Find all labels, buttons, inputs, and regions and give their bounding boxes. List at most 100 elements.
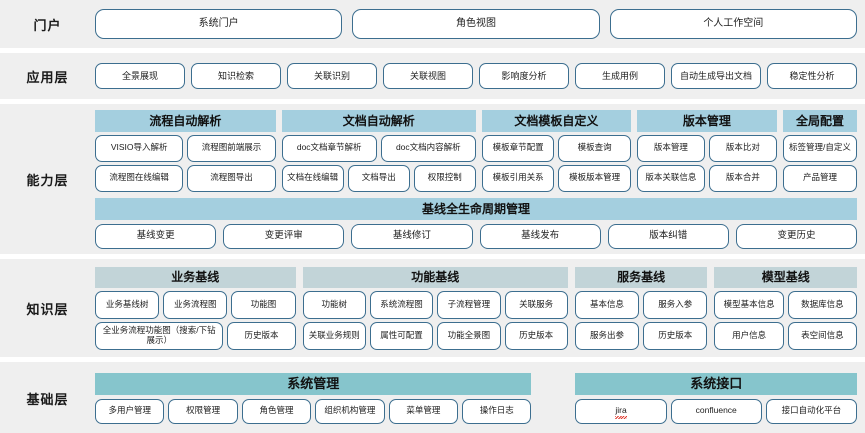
- knowledge-item-基本信息[interactable]: 基本信息: [574, 290, 640, 319]
- capability-group-row: 模板章节配置模板查询: [481, 134, 631, 162]
- knowledge-item-数据库信息[interactable]: 数据库信息: [787, 290, 857, 319]
- capability-item-visio导入解析[interactable]: VISIO导入解析: [95, 134, 184, 162]
- capability-item-权限控制[interactable]: 权限控制: [413, 164, 476, 192]
- foundation-item-jira[interactable]: jira: [575, 398, 667, 424]
- capability-item-模板版本管理[interactable]: 模板版本管理: [558, 164, 631, 192]
- application-item-自动生成导出文档[interactable]: 自动生成导出文档: [671, 63, 761, 89]
- foundation-item-多用户管理[interactable]: 多用户管理: [95, 398, 165, 424]
- knowledge-item-功能图[interactable]: 功能图: [231, 290, 296, 319]
- portal-item-系统门户[interactable]: 系统门户: [95, 9, 343, 39]
- layer-label-portal: 门户: [33, 17, 62, 33]
- knowledge-item-全业务流程功能图-搜索-下钻展示[interactable]: 全业务流程功能图（搜索/下钻展示）: [95, 321, 224, 350]
- foundation-item-confluence[interactable]: confluence: [670, 398, 762, 424]
- capability-item-doc文档章节解析[interactable]: doc文档章节解析: [281, 134, 377, 162]
- capability-item-流程图在线编辑[interactable]: 流程图在线编辑: [95, 164, 184, 192]
- baseline-lifecycle-group: 基线全生命周期管理 基线变更变更评审基线修订基线发布版本纠错变更历史: [95, 197, 858, 249]
- knowledge-item-业务基线树[interactable]: 业务基线树: [95, 290, 160, 319]
- knowledge-group-row: 用户信息表空间信息: [714, 321, 857, 350]
- application-body: 全景展现知识检索关联识别关联视图影响度分析生成用例自动生成导出文档稳定性分析: [95, 63, 865, 89]
- capability-item-流程图导出[interactable]: 流程图导出: [187, 164, 276, 192]
- knowledge-group-header: 模型基线: [714, 266, 857, 288]
- knowledge-body: 业务基线业务基线树业务流程图功能图全业务流程功能图（搜索/下钻展示）历史版本功能…: [95, 266, 865, 350]
- baseline-lifecycle-header: 基线全生命周期管理: [95, 197, 857, 220]
- knowledge-item-服务入参[interactable]: 服务入参: [643, 290, 708, 319]
- knowledge-group-服务基线: 服务基线基本信息服务入参服务出参历史版本: [574, 266, 708, 350]
- capability-item-模板查询[interactable]: 模板查询: [558, 134, 631, 162]
- knowledge-item-功能全景图[interactable]: 功能全景图: [437, 321, 501, 350]
- foundation-group-header: 系统管理: [95, 372, 532, 395]
- knowledge-item-系统流程图[interactable]: 系统流程图: [369, 290, 434, 319]
- capability-group-全局配置: 全局配置标签管理/自定义产品管理: [782, 109, 857, 192]
- knowledge-item-属性可配置[interactable]: 属性可配置: [369, 321, 434, 350]
- capability-item-版本关联信息[interactable]: 版本关联信息: [636, 164, 705, 192]
- portal-item-list: 系统门户角色视图个人工作空间: [95, 9, 857, 39]
- application-item-全景展现[interactable]: 全景展现: [95, 63, 185, 89]
- lifecycle-item-变更评审[interactable]: 变更评审: [223, 223, 345, 249]
- layer-label-knowledge: 知识层: [26, 301, 69, 317]
- knowledge-item-服务出参[interactable]: 服务出参: [574, 321, 640, 350]
- knowledge-group-row: 服务出参历史版本: [574, 321, 708, 350]
- knowledge-group-row: 模型基本信息数据库信息: [714, 290, 857, 319]
- knowledge-item-用户信息[interactable]: 用户信息: [714, 321, 784, 350]
- knowledge-item-子流程管理[interactable]: 子流程管理: [437, 290, 501, 319]
- baseline-lifecycle-item-list: 基线变更变更评审基线修订基线发布版本纠错变更历史: [95, 223, 858, 249]
- knowledge-item-关联服务[interactable]: 关联服务: [504, 290, 568, 319]
- foundation-item-组织机构管理[interactable]: 组织机构管理: [315, 398, 385, 424]
- capability-item-模板章节配置[interactable]: 模板章节配置: [481, 134, 555, 162]
- capability-group-header: 流程自动解析: [95, 109, 276, 132]
- application-item-关联识别[interactable]: 关联识别: [287, 63, 377, 89]
- knowledge-item-历史版本[interactable]: 历史版本: [504, 321, 568, 350]
- capability-group-header: 版本管理: [636, 109, 777, 132]
- lifecycle-item-变更历史[interactable]: 变更历史: [735, 223, 858, 249]
- layer-row-knowledge: 知识层 业务基线业务基线树业务流程图功能图全业务流程功能图（搜索/下钻展示）历史…: [0, 259, 865, 357]
- foundation-group-系统管理: 系统管理多用户管理权限管理角色管理组织机构管理菜单管理操作日志: [95, 372, 532, 424]
- lifecycle-item-版本纠错[interactable]: 版本纠错: [607, 223, 729, 249]
- capability-item-doc文档内容解析[interactable]: doc文档内容解析: [380, 134, 476, 162]
- foundation-item-菜单管理[interactable]: 菜单管理: [388, 398, 459, 424]
- knowledge-item-历史版本[interactable]: 历史版本: [643, 321, 708, 350]
- foundation-group-header: 系统接口: [575, 372, 857, 395]
- knowledge-group-row: 全业务流程功能图（搜索/下钻展示）历史版本: [95, 321, 296, 350]
- foundation-item-角色管理[interactable]: 角色管理: [241, 398, 312, 424]
- knowledge-group-row: 基本信息服务入参: [574, 290, 708, 319]
- capability-group-header: 全局配置: [782, 109, 857, 132]
- application-item-影响度分析[interactable]: 影响度分析: [479, 63, 569, 89]
- capability-group-row: VISIO导入解析流程图前端展示: [95, 134, 276, 162]
- knowledge-item-模型基本信息[interactable]: 模型基本信息: [714, 290, 784, 319]
- capability-item-流程图前端展示[interactable]: 流程图前端展示: [187, 134, 276, 162]
- foundation-item-操作日志[interactable]: 操作日志: [462, 398, 532, 424]
- capability-item-文档在线编辑[interactable]: 文档在线编辑: [281, 164, 344, 192]
- application-item-稳定性分析[interactable]: 稳定性分析: [767, 63, 857, 89]
- portal-item-角色视图[interactable]: 角色视图: [352, 9, 600, 39]
- capability-item-模板引用关系[interactable]: 模板引用关系: [481, 164, 555, 192]
- capability-item-文档导出[interactable]: 文档导出: [347, 164, 410, 192]
- knowledge-item-历史版本[interactable]: 历史版本: [227, 321, 296, 350]
- foundation-item-接口自动化平台[interactable]: 接口自动化平台: [765, 398, 857, 424]
- capability-item-产品管理[interactable]: 产品管理: [782, 164, 857, 192]
- lifecycle-item-基线变更[interactable]: 基线变更: [95, 223, 217, 249]
- capability-item-版本合并[interactable]: 版本合并: [708, 164, 777, 192]
- portal-item-个人工作空间[interactable]: 个人工作空间: [609, 9, 857, 39]
- knowledge-item-关联业务规则[interactable]: 关联业务规则: [302, 321, 366, 350]
- capability-item-版本比对[interactable]: 版本比对: [708, 134, 777, 162]
- application-item-生成用例[interactable]: 生成用例: [575, 63, 665, 89]
- layer-label-application: 应用层: [26, 69, 69, 85]
- knowledge-item-业务流程图[interactable]: 业务流程图: [163, 290, 228, 319]
- foundation-item-权限管理[interactable]: 权限管理: [168, 398, 238, 424]
- knowledge-item-功能树[interactable]: 功能树: [302, 290, 366, 319]
- capability-group-row: 版本管理版本比对: [636, 134, 777, 162]
- lifecycle-item-基线发布[interactable]: 基线发布: [479, 223, 601, 249]
- application-item-知识检索[interactable]: 知识检索: [191, 63, 281, 89]
- foundation-group-row: 多用户管理权限管理角色管理组织机构管理菜单管理操作日志: [95, 398, 532, 424]
- lifecycle-item-基线修订[interactable]: 基线修订: [351, 223, 473, 249]
- capability-item-标签管理-自定义[interactable]: 标签管理/自定义: [782, 134, 857, 162]
- application-item-关联视图[interactable]: 关联视图: [383, 63, 473, 89]
- capability-item-版本管理[interactable]: 版本管理: [636, 134, 705, 162]
- knowledge-group-header: 功能基线: [302, 266, 568, 288]
- knowledge-item-表空间信息[interactable]: 表空间信息: [787, 321, 857, 350]
